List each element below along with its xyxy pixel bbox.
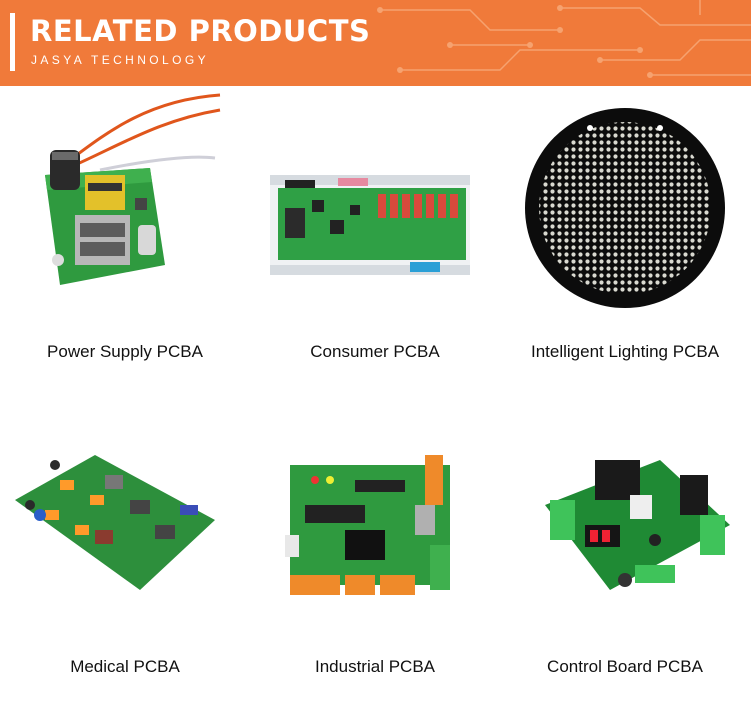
- product-card-power-supply[interactable]: Power Supply PCBA: [0, 90, 250, 400]
- product-label[interactable]: Consumer PCBA: [310, 342, 440, 361]
- product-label[interactable]: Control Board PCBA: [547, 657, 703, 676]
- product-card-industrial[interactable]: Industrial PCBA: [250, 405, 500, 715]
- consumer-pcba-image: [270, 175, 470, 275]
- industrial-pcba-image: [285, 455, 450, 595]
- banner-subtitle: JASYA TECHNOLOGY: [31, 53, 209, 67]
- product-card-intelligent-lighting[interactable]: Intelligent Lighting PCBA: [500, 90, 750, 400]
- product-label[interactable]: Medical PCBA: [70, 657, 180, 676]
- control-board-pcba-image: [545, 460, 730, 590]
- product-card-medical[interactable]: Medical PCBA: [0, 405, 250, 715]
- product-card-consumer[interactable]: Consumer PCBA: [250, 90, 500, 400]
- product-label[interactable]: Power Supply PCBA: [47, 342, 203, 361]
- related-products-banner: RELATED PRODUCTS JASYA TECHNOLOGY: [0, 0, 751, 86]
- product-label[interactable]: Intelligent Lighting PCBA: [530, 342, 720, 361]
- banner-title: RELATED PRODUCTS: [30, 14, 371, 48]
- power-supply-pcba-image: [45, 93, 221, 285]
- intelligent-lighting-pcba-image: [525, 108, 725, 308]
- circuit-pattern-decoration: [377, 0, 751, 78]
- product-card-control-board[interactable]: Control Board PCBA: [500, 405, 750, 715]
- product-label[interactable]: Industrial PCBA: [315, 657, 435, 676]
- medical-pcba-image: [15, 455, 215, 590]
- banner-accent-bar: [10, 13, 15, 71]
